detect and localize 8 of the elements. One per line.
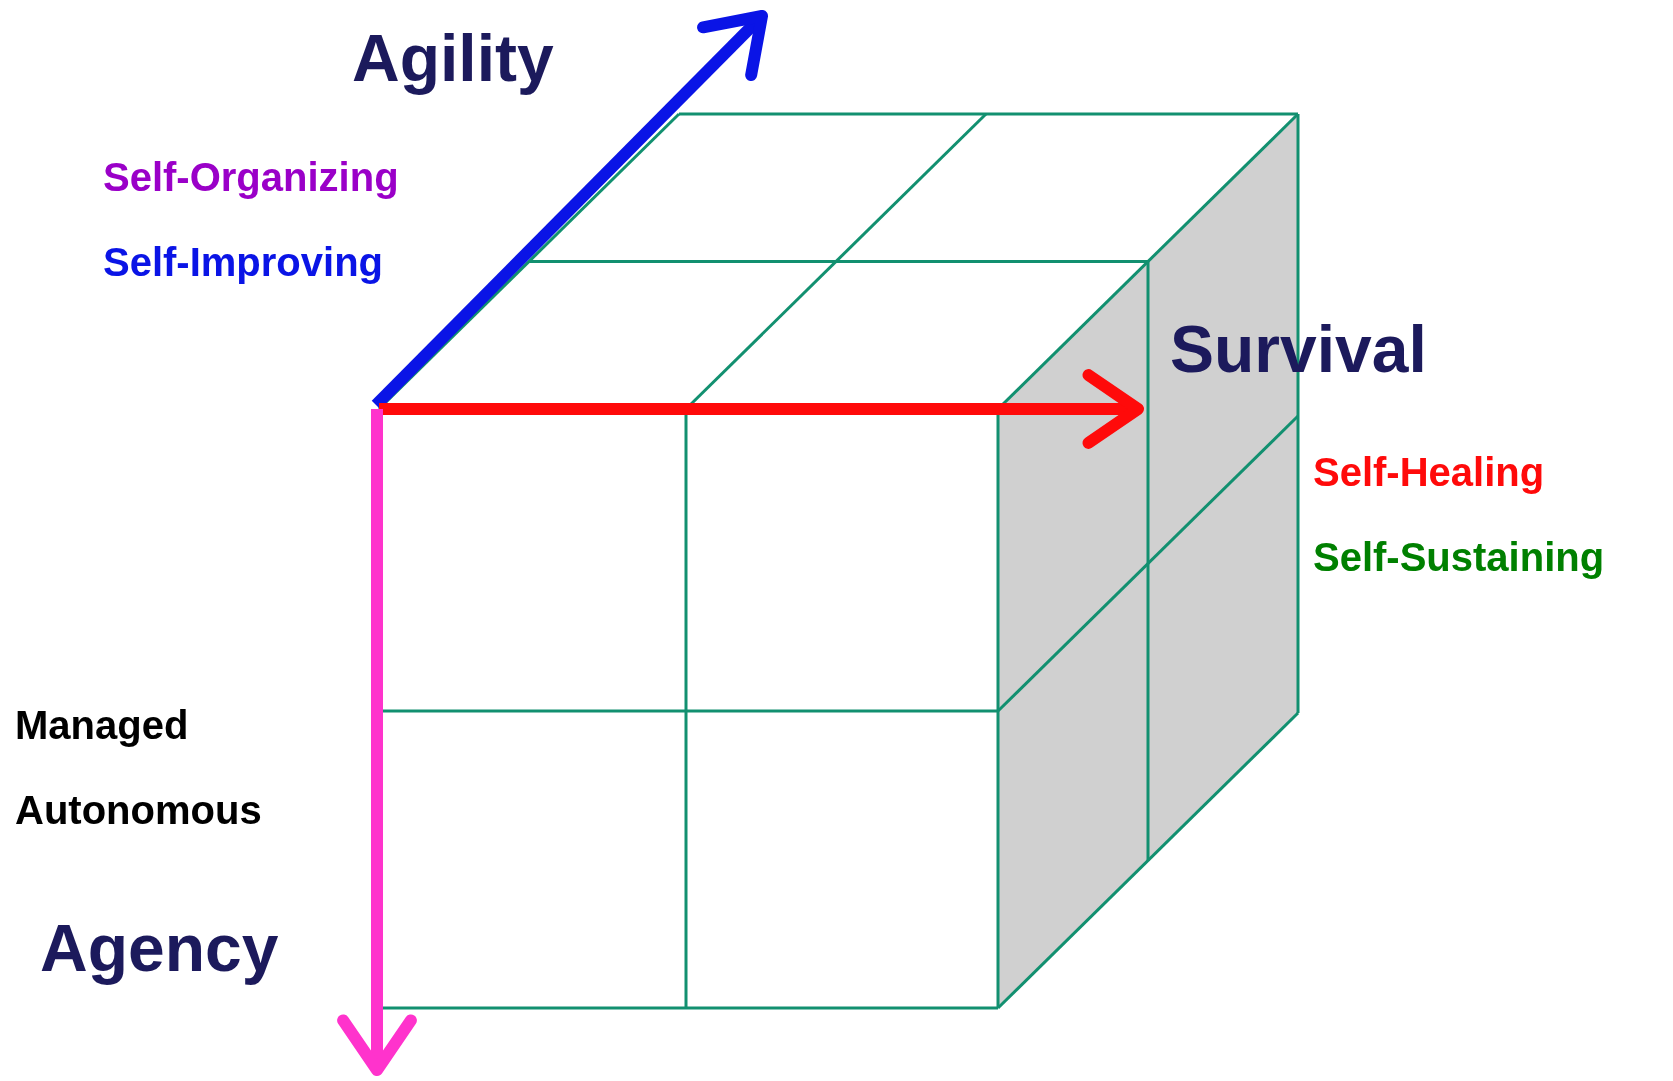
level-label: Self-Healing — [1313, 450, 1545, 494]
level-label: Autonomous — [15, 788, 262, 832]
level-label: Self-Organizing — [103, 155, 399, 199]
level-label: Self-Sustaining — [1313, 535, 1605, 579]
axis-title: Agility — [352, 22, 554, 95]
level-label: Self-Improving — [103, 240, 384, 284]
axis-title: Agency — [40, 912, 279, 985]
level-label: Managed — [15, 703, 189, 747]
